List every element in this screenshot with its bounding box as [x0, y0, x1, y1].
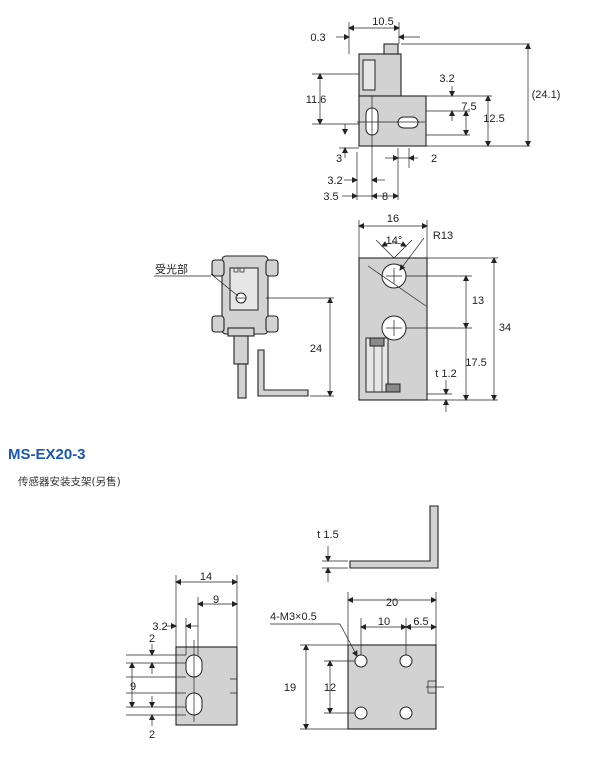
m3-hole-bottom-right: [399, 706, 413, 720]
dim-2: 2: [431, 153, 437, 165]
product-title: MS-EX20-3: [8, 446, 86, 463]
sensor-mount-left-upper: [211, 259, 225, 277]
dim-0-3: 0.3: [310, 32, 325, 44]
dim-8: 8: [382, 191, 388, 203]
dim-9-horizontal: 9: [213, 594, 219, 606]
sensor-cable-gland: [233, 335, 249, 365]
dim-19: 19: [284, 682, 296, 694]
dim-3-2-lower: 3.2: [327, 175, 342, 187]
bracket-left-view: 14 9 3.2 2 9 2: [126, 571, 238, 741]
sensor-cap-top: [383, 43, 399, 55]
sensor-mount-left-lower: [211, 315, 225, 333]
dim-9-vertical: 9: [130, 681, 136, 693]
side-view: 16 14° R13 13 34 17.5 t 1.2: [358, 213, 511, 412]
bracket-slot-horizontal: [397, 116, 419, 129]
dim-16: 16: [387, 213, 399, 225]
m3-hole-bottom-left: [354, 706, 368, 720]
side-slot-bottom: [385, 383, 401, 393]
sensor-window-front: [229, 267, 259, 311]
bracket-l-profile: t 1.5: [317, 505, 439, 582]
dim-t1-5: t 1.5: [317, 529, 338, 541]
dim-2-upper: 2: [149, 633, 155, 645]
dim-2-lower: 2: [149, 729, 155, 741]
m3-hole-top-right: [399, 654, 413, 668]
dim-20: 20: [386, 597, 398, 609]
dim-10-5: 10.5: [372, 16, 393, 28]
dim-12-5: 12.5: [483, 113, 504, 125]
dim-11-6: 11.6: [306, 94, 327, 106]
dim-10: 10: [378, 616, 390, 628]
dim-34: 34: [499, 322, 511, 334]
dim-14: 14: [200, 571, 212, 583]
sensor-mount-right-upper: [265, 259, 279, 277]
bracket-right-view: 4-M3×0.5 20 10 6.5 19 12: [270, 592, 444, 730]
bracket-left-plate: [175, 646, 238, 726]
sensor-neck: [227, 327, 255, 337]
dim-4-m3: 4-M3×0.5: [270, 611, 317, 623]
dim-r13: R13: [433, 230, 453, 242]
sensor-cable: [237, 363, 247, 399]
dim-24-1: (24.1): [532, 89, 561, 101]
dim-3: 3: [336, 153, 342, 165]
dim-24: 24: [310, 343, 322, 355]
top-view: 0.3 10.5 (24.1) 3.2 11.6 7.5 12.5 3 2 3.…: [306, 16, 561, 203]
dim-3-2-bracket: 3.2: [152, 621, 167, 633]
dim-14-deg: 14°: [386, 235, 403, 247]
dim-13: 13: [472, 295, 484, 307]
bracket-l-shape: [349, 505, 439, 569]
dim-7-5: 7.5: [461, 101, 476, 113]
product-subtitle: 传感器安装支架(另售): [18, 475, 121, 488]
dim-17-5: 17.5: [465, 357, 486, 369]
receiver-label: 受光部: [155, 262, 188, 276]
bracket-l-front: [257, 349, 309, 397]
sensor-window-top: [362, 59, 376, 91]
sensor-mount-right-lower: [265, 315, 279, 333]
front-view: 受光部 24: [154, 255, 334, 399]
side-slot-cap: [369, 337, 385, 347]
m3-hole-top-left: [354, 654, 368, 668]
dim-t1-2: t 1.2: [435, 368, 456, 380]
dim-6-5: 6.5: [413, 616, 428, 628]
dim-12: 12: [324, 682, 336, 694]
dim-3-5: 3.5: [323, 191, 338, 203]
dim-3-2-upper: 3.2: [439, 73, 454, 85]
